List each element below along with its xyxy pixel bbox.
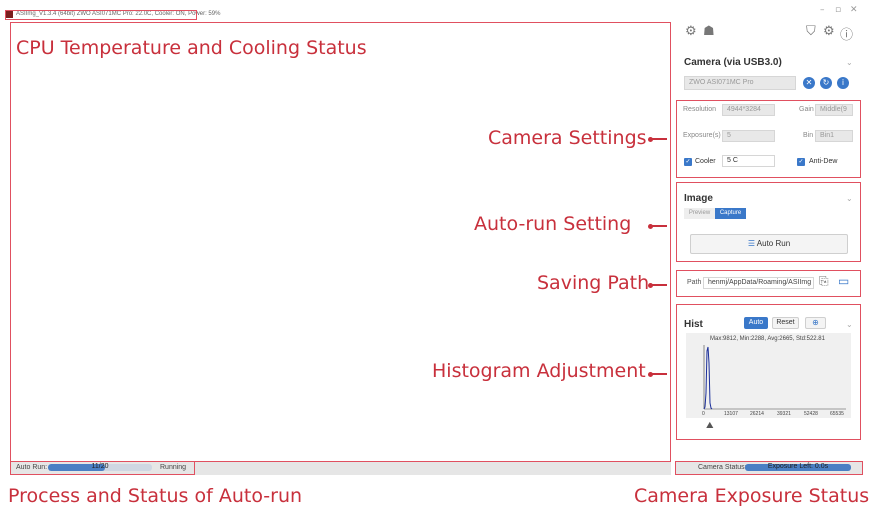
image-preview-area[interactable]	[10, 22, 671, 462]
annotation-cpu-temp: CPU Temperature and Cooling Status	[16, 37, 367, 59]
hist-xtick: 39321	[777, 411, 791, 417]
arrow-line	[650, 284, 667, 286]
histogram-highlight-box	[676, 304, 861, 440]
autorun-status-highlight-box	[10, 461, 195, 475]
hist-title: Hist	[684, 319, 703, 330]
path-label: Path	[687, 279, 702, 286]
info-icon[interactable]: i	[837, 77, 849, 89]
tab-capture[interactable]: Capture	[715, 208, 746, 219]
exposure-left-text: Exposure Left: 0.0s	[767, 463, 829, 470]
antidew-checkbox[interactable]: ✓	[797, 158, 805, 166]
close-button[interactable]: ✕	[850, 5, 858, 15]
autorun-setting-highlight-box	[676, 182, 861, 262]
chevron-down-icon[interactable]: ⌄	[846, 194, 853, 203]
autorun-button-label: Auto Run	[756, 239, 791, 248]
camera-settings-highlight-box	[676, 100, 861, 178]
annotation-saving-path: Saving Path	[537, 272, 650, 294]
hist-xtick: 0	[702, 411, 705, 417]
title-bar: ASIImg_V1.3.4 (64bit) ZWO ASI071MC Pro: …	[0, 0, 878, 22]
autorun-status-label: Auto Run:	[16, 464, 48, 471]
annotation-camera-settings: Camera Settings	[488, 127, 647, 149]
mountain-icon[interactable]: ⛰	[706, 421, 714, 431]
histogram-chart[interactable]: Max:9812, Min:2288, Avg:2665, Std:522.81…	[686, 333, 851, 418]
camera-title: Camera (via USB3.0)	[684, 57, 782, 68]
settings-wheel-icon[interactable]: ⚙	[685, 24, 697, 39]
close-camera-icon[interactable]: ✕	[803, 77, 815, 89]
hist-xtick: 65535	[830, 411, 844, 417]
exposure-label: Exposure(s)	[683, 132, 721, 139]
bin-label: Bin	[803, 132, 814, 139]
gear-icon[interactable]: ⚙	[823, 24, 835, 39]
hist-stats: Max:9812, Min:2288, Avg:2665, Std:522.81	[710, 336, 825, 342]
list-icon: ☰	[747, 239, 756, 248]
shirt-icon[interactable]: ⛉	[806, 24, 816, 39]
app-icon	[6, 11, 13, 18]
image-title: Image	[684, 193, 713, 204]
autorun-state: Running	[160, 464, 187, 471]
hist-reset-button[interactable]: Reset	[772, 317, 799, 329]
arrow-line	[650, 225, 667, 227]
open-file-icon[interactable]: ⎘	[819, 274, 829, 288]
hist-auto-button[interactable]: Auto	[744, 317, 768, 329]
camera-status-highlight-box	[675, 461, 863, 475]
antidew-label: Anti-Dew	[809, 158, 838, 165]
camera-model-select[interactable]: ZWO ASI071MC Pro	[684, 76, 796, 90]
arrow-line	[650, 138, 667, 140]
maximize-button[interactable]: ▫	[835, 5, 842, 15]
refresh-icon[interactable]: ↻	[820, 77, 832, 89]
autorun-progress-bar	[48, 464, 152, 471]
status-bar	[10, 462, 671, 475]
help-icon[interactable]: ⓘ	[840, 28, 854, 43]
cooler-temp-spinbox[interactable]: 5 C	[722, 155, 775, 167]
hist-xtick: 13107	[724, 411, 738, 417]
window-title: ASIImg_V1.3.4 (64bit) ZWO ASI071MC Pro: …	[16, 11, 221, 17]
annotation-autorun-setting: Auto-run Setting	[474, 213, 632, 235]
arrow-line	[650, 373, 667, 375]
tab-preview[interactable]: Preview	[684, 208, 715, 219]
exposure-field[interactable]: 5	[722, 130, 775, 142]
saving-path-highlight-box	[676, 270, 861, 297]
histogram-plot	[703, 345, 846, 410]
autorun-button[interactable]: ☰ Auto Run	[690, 234, 848, 254]
annotation-histogram: Histogram Adjustment	[432, 360, 646, 382]
gain-field[interactable]: Middle(9	[815, 104, 853, 116]
zoom-in-icon[interactable]: ⊕	[805, 317, 826, 329]
resolution-label: Resolution	[683, 106, 717, 113]
folder-icon[interactable]: ▭	[838, 274, 850, 288]
hist-xtick: 52428	[804, 411, 818, 417]
chevron-down-icon[interactable]: ⌄	[846, 58, 853, 67]
bin-field[interactable]: Bin1	[815, 130, 853, 142]
cooler-checkbox[interactable]: ✓	[684, 158, 692, 166]
minimize-button[interactable]: –	[820, 5, 825, 15]
annotation-autorun-status: Process and Status of Auto-run	[8, 485, 303, 507]
camera-status-label: Camera Status:	[698, 464, 747, 471]
title-highlight-box	[5, 10, 197, 20]
annotation-camera-exposure: Camera Exposure Status	[634, 485, 870, 507]
autorun-progress-fill	[48, 464, 106, 471]
cooler-label: Cooler	[695, 158, 716, 165]
hist-xtick: 26214	[750, 411, 764, 417]
path-input[interactable]: henmj/AppData/Roaming/ASIImg	[703, 277, 814, 289]
autorun-progress-text: 11/20	[91, 463, 109, 470]
resolution-field[interactable]: 4944*3284	[722, 104, 775, 116]
camera-icon[interactable]: ☗	[703, 24, 715, 39]
chevron-down-icon[interactable]: ⌄	[846, 320, 853, 329]
exposure-progress-bar	[745, 464, 851, 471]
gain-label: Gain	[799, 106, 814, 113]
